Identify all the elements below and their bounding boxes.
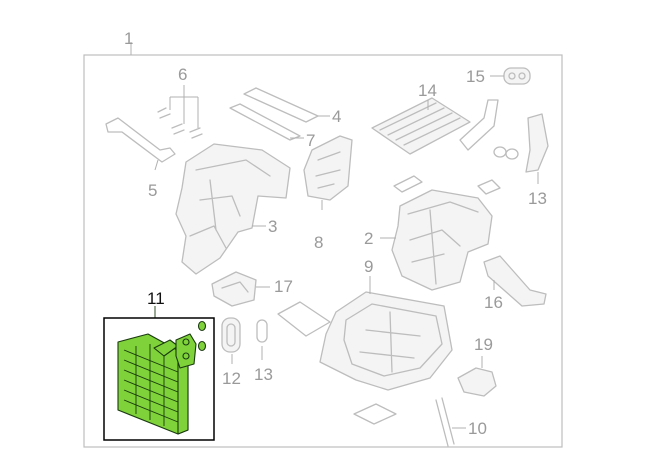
drain-hose-icon: [435, 397, 466, 447]
callout-6: 6: [178, 65, 187, 84]
actuator-bracket-icon: [303, 135, 353, 210]
callout-13: 13: [254, 365, 273, 384]
clip-pins-icon: [157, 85, 203, 139]
lower-case-icon: [319, 276, 453, 391]
heater-case-icon: [380, 189, 493, 291]
assembly-frame: [83, 54, 563, 448]
callout-7: 7: [306, 131, 315, 150]
o-ring-icon: [256, 319, 268, 360]
callout-1: 1: [124, 29, 133, 48]
callout-10: 10: [468, 419, 487, 438]
retainer-clip-icon: [457, 356, 497, 397]
callout-15: 13: [528, 189, 547, 208]
callout-5: 5: [148, 181, 157, 200]
blower-case-left-icon: [175, 143, 291, 275]
grommet-icon: [490, 67, 531, 85]
callout-11: 11: [147, 289, 165, 308]
callout-16: 15: [466, 67, 485, 86]
support-bracket-icon: [211, 271, 270, 307]
seal-strip-icon: [229, 87, 330, 141]
callout-12: 12: [222, 369, 241, 388]
mount-bracket-icon: [525, 113, 549, 184]
duct-tube-icon: [105, 117, 176, 171]
callout-9: 9: [364, 257, 373, 276]
callout-14: 14: [418, 81, 437, 100]
callout-17: 16: [484, 293, 503, 312]
seal-ring-icon: [221, 317, 241, 364]
callout-18: 17: [274, 277, 293, 296]
callout-3: 3: [268, 217, 277, 236]
callout-4: 4: [332, 107, 341, 126]
outlet-duct-icon: [483, 255, 547, 307]
heater-core-icon: [371, 97, 499, 155]
insulation-pad-icon: [353, 403, 397, 425]
callout-8: 8: [314, 233, 323, 252]
highlight-frame: [103, 317, 215, 441]
gasket-sheet-icon: [277, 301, 331, 337]
foam-pad-icon: [393, 175, 501, 195]
evaporator-core-icon: [117, 320, 207, 435]
callout-2: 2: [364, 229, 373, 248]
pipe-cap-icon: [493, 146, 519, 160]
callout-19: 19: [474, 335, 493, 354]
